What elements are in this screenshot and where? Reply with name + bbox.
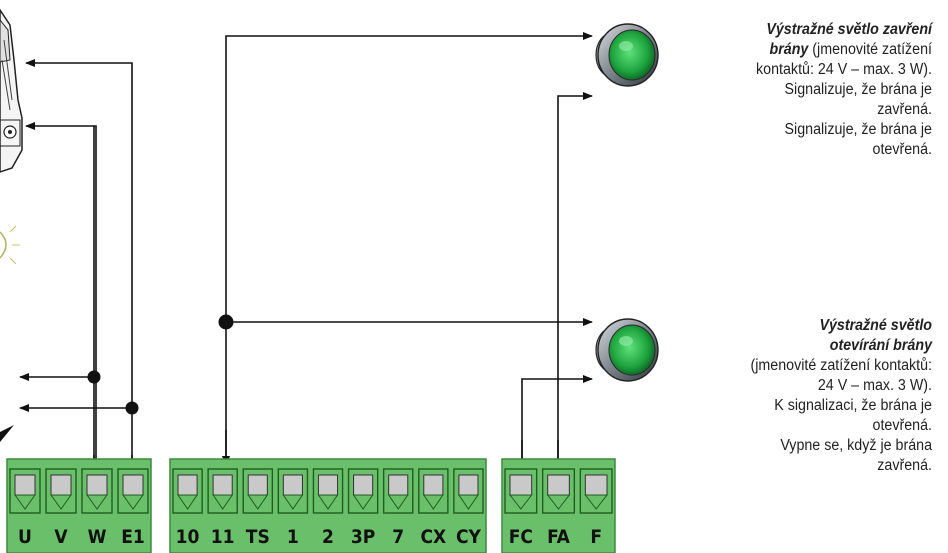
terminal-label: 7 <box>392 526 404 548</box>
terminal-screw-frame <box>347 468 379 514</box>
open-lamp-line: 24 V – max. 3 W). <box>817 377 932 394</box>
junction-dot <box>218 314 234 330</box>
terminal-clamp <box>177 494 199 510</box>
junction-dot <box>87 370 101 384</box>
open-lamp-line: zavřená. <box>877 457 932 474</box>
terminal-clamp <box>247 494 269 510</box>
terminal-screw-frame <box>579 468 613 514</box>
terminal-clamp <box>282 494 304 510</box>
terminal-screw-frame <box>504 468 538 514</box>
control-wires <box>222 32 593 466</box>
lamp-wires <box>518 92 593 471</box>
terminal-screw-frame <box>45 468 77 514</box>
terminal-label: V <box>54 526 68 548</box>
close-lamp-line: zavřená. <box>877 101 932 118</box>
terminal-clamp <box>387 494 409 510</box>
terminal-screw <box>282 474 303 496</box>
terminal-screw-frame <box>277 468 309 514</box>
motor-wires <box>19 59 136 480</box>
terminal-screw <box>247 474 268 496</box>
terminal-screw <box>547 474 570 496</box>
terminal-screw <box>212 474 233 496</box>
terminal-screw-frame <box>81 468 113 514</box>
terminal-screw-frame <box>172 468 203 514</box>
offscreen-arrow-tip <box>0 425 14 442</box>
open-lamp-line: K signalizaci, že brána je <box>774 397 932 414</box>
close-lamp-title-cont: brány <box>769 41 809 58</box>
terminal-clamp <box>457 494 479 510</box>
close-lamp-description: Výstražné světlo zavření brány (jmenovit… <box>693 20 932 160</box>
terminal-clamp <box>584 494 609 510</box>
terminal-screw <box>14 474 36 496</box>
terminal-screw <box>584 474 608 496</box>
terminal-label: F <box>590 526 602 548</box>
close-lamp-rating: (jmenovité zatížení <box>808 41 932 58</box>
terminal-label: W <box>88 526 107 548</box>
terminal-screw <box>86 474 108 496</box>
terminal-screw-frame <box>207 468 238 514</box>
control-block: 10 11 TS 1 2 3P 7 CX CY <box>169 458 487 553</box>
terminal-clamp <box>317 494 339 510</box>
terminal-screw <box>458 474 479 496</box>
terminal-clamp <box>352 494 374 510</box>
close-lamp-line: Signalizuje, že brána je <box>784 121 932 138</box>
open-lamp-title-cont: otevírání brány <box>829 337 932 354</box>
terminal-screw <box>122 474 144 496</box>
terminal-clamp <box>546 494 571 510</box>
terminal-label: TS <box>246 526 270 548</box>
open-lamp-line: otevřená. <box>872 417 932 434</box>
motor-graphic <box>0 8 23 173</box>
terminal-screw <box>423 474 444 496</box>
junction-dot <box>125 401 139 415</box>
close-lamp-line: otevřená. <box>872 141 932 158</box>
terminal-screw <box>388 474 409 496</box>
terminal-label: 11 <box>211 526 235 548</box>
terminal-screw <box>50 474 72 496</box>
terminal-label: FC <box>509 526 533 548</box>
terminal-clamp <box>212 494 234 510</box>
close-warning-lamp <box>595 23 659 87</box>
terminal-screw-frame <box>453 468 484 514</box>
open-lamp-title: Výstražné světlo <box>819 317 932 334</box>
terminal-clamp <box>86 494 108 510</box>
terminal-label: CX <box>420 526 446 548</box>
terminal-screw-frame <box>541 468 576 514</box>
open-warning-lamp <box>595 318 659 382</box>
lamp-block: FC FA F <box>501 458 616 553</box>
terminal-clamp <box>422 494 444 510</box>
terminal-screw <box>177 474 198 496</box>
close-lamp-line: kontaktů: 24 V – max. 3 W). <box>756 61 932 78</box>
open-lamp-line: (jmenovité zatížení kontaktů: <box>750 357 932 374</box>
terminal-screw <box>509 474 533 496</box>
terminal-label: E1 <box>121 526 145 548</box>
terminal-screw <box>353 474 374 496</box>
terminal-screw-frame <box>242 468 274 514</box>
terminal-label: FA <box>547 526 571 548</box>
terminal-label: CY <box>456 526 482 548</box>
terminal-label: 2 <box>322 526 334 548</box>
terminal-label: 10 <box>176 526 200 548</box>
close-lamp-line: Signalizuje, že brána je <box>784 81 932 98</box>
terminal-screw-frame <box>382 468 414 514</box>
terminal-screw-frame <box>312 468 344 514</box>
terminal-clamp <box>508 494 533 510</box>
terminal-screw-frame <box>418 468 449 514</box>
flashing-light-icon <box>0 225 20 265</box>
terminal-label: U <box>18 526 32 548</box>
terminal-screw-frame <box>9 468 41 514</box>
terminal-clamp <box>50 494 72 510</box>
terminal-clamp <box>14 494 36 510</box>
terminal-label: 1 <box>287 526 299 548</box>
terminal-screw-frame <box>117 468 149 514</box>
close-lamp-title: Výstražné světlo zavření <box>766 21 932 38</box>
terminal-clamp <box>122 494 144 510</box>
terminal-label: 3P <box>351 526 375 548</box>
terminal-screw <box>317 474 339 496</box>
open-lamp-description: Výstražné světlo otevírání brány (jmenov… <box>693 316 932 476</box>
open-lamp-line: Vypne se, když je brána <box>780 437 932 454</box>
